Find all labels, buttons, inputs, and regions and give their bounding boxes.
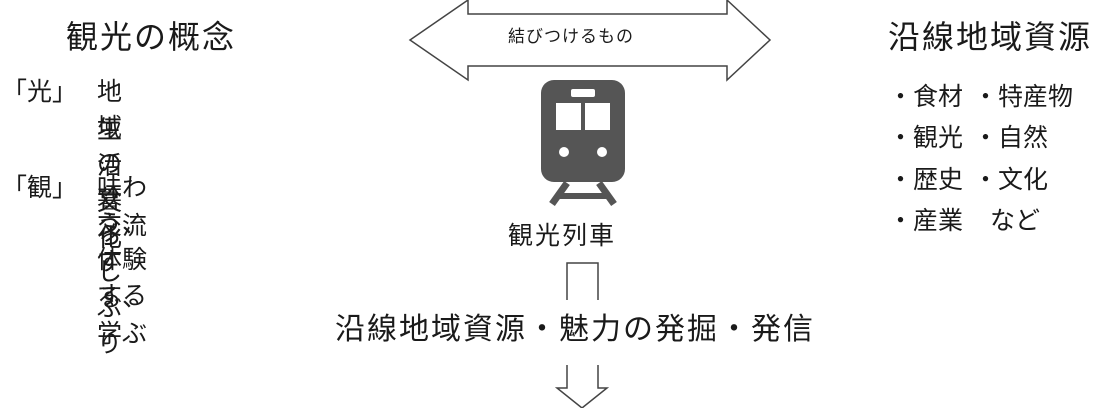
resource-item: ・食材: [888, 82, 964, 111]
right-title: 沿線地域資源: [888, 18, 1093, 56]
train-caption: 観光列車: [508, 221, 617, 250]
resource-item: ・自然: [973, 123, 1049, 152]
bottom-text: 沿線地域資源・魅力の発掘・発信: [335, 312, 815, 347]
hook-connector: [566, 262, 599, 300]
resource-item: ・文化: [973, 165, 1049, 194]
concept-line: 生活文化: [97, 115, 123, 252]
resource-item: ・産業: [888, 206, 964, 235]
concept-line: 交流する、学ぶ: [97, 211, 148, 348]
resource-item: ・特産物: [973, 82, 1074, 111]
double-arrow-outline: [408, 0, 772, 82]
left-title: 観光の概念: [66, 18, 237, 56]
resource-item: ・歴史: [888, 165, 964, 194]
resource-item: など: [990, 206, 1041, 235]
concept-bracket: 「光」: [2, 77, 78, 106]
concept-line: 地域の暮らしぶり: [97, 77, 123, 358]
concept-line: 味わう、体験する: [97, 173, 148, 310]
resource-item: ・観光: [888, 123, 964, 152]
down-arrow: [554, 365, 610, 408]
arrow-label: 結びつけるもの: [508, 27, 634, 47]
concept-bracket: 「観」: [2, 173, 78, 202]
train-icon: [541, 80, 625, 207]
